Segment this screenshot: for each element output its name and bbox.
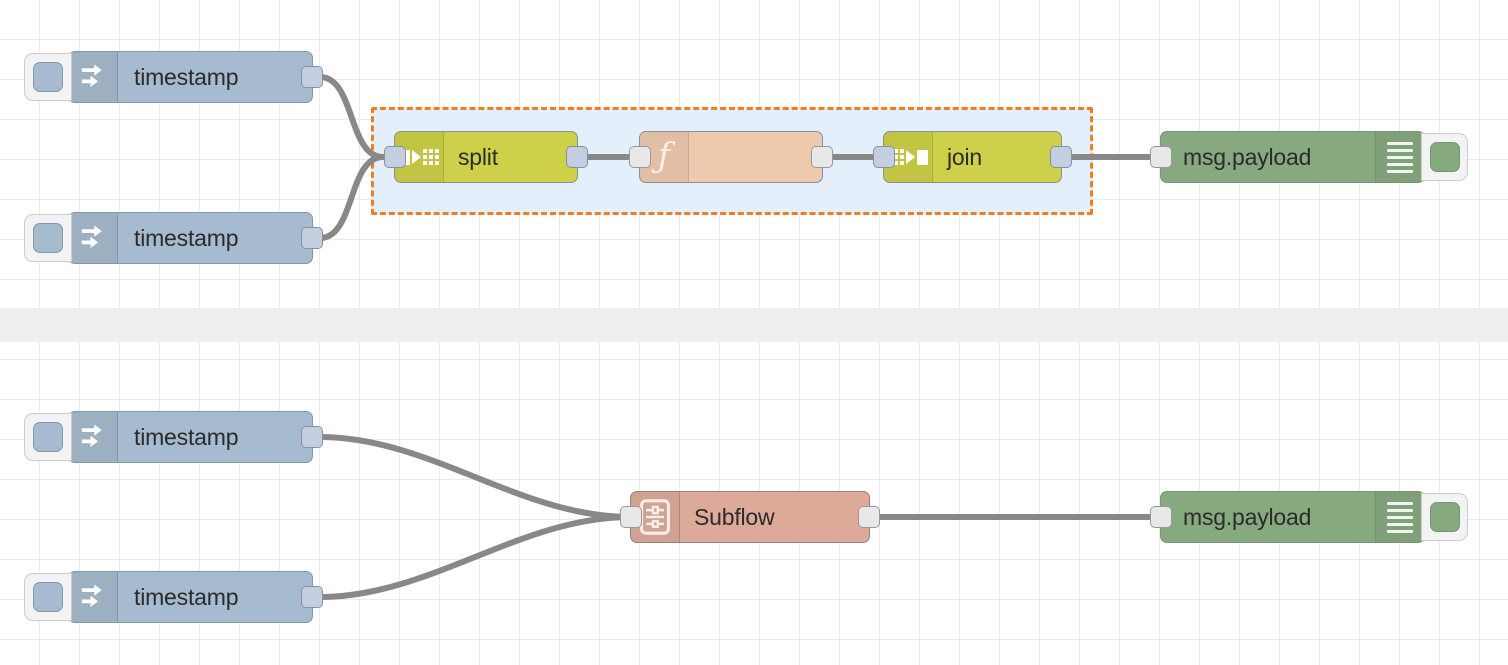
- node-debug-1[interactable]: msg.payload: [1150, 131, 1468, 183]
- node-label: timestamp: [134, 224, 239, 251]
- debug-toggle-button-inner: [1429, 142, 1460, 172]
- wire-inject3-to-subflow: [317, 434, 633, 520]
- inject-arrow-icon: [69, 412, 118, 462]
- node-label: msg.payload: [1183, 143, 1312, 170]
- input-port[interactable]: [1150, 506, 1172, 528]
- output-port[interactable]: [301, 227, 323, 249]
- inject-trigger-button[interactable]: [24, 53, 72, 101]
- node-split[interactable]: split: [384, 131, 588, 183]
- debug-lines-icon: [1375, 492, 1424, 542]
- inject-arrow-icon: [69, 572, 118, 622]
- flow-separator-band: [0, 308, 1508, 342]
- inject-trigger-button[interactable]: [24, 214, 72, 262]
- output-port[interactable]: [858, 506, 880, 528]
- node-label: timestamp: [134, 63, 239, 90]
- inject-trigger-button[interactable]: [24, 413, 72, 461]
- input-port[interactable]: [873, 146, 895, 168]
- inject-trigger-button-inner: [33, 582, 63, 612]
- node-subflow[interactable]: Subflow: [620, 491, 880, 543]
- output-port[interactable]: [1050, 146, 1072, 168]
- node-inject-timestamp-3[interactable]: timestamp: [24, 411, 323, 463]
- wire-inject4-to-subflow: [317, 514, 633, 600]
- node-label: [689, 132, 822, 182]
- debug-toggle-button-inner: [1429, 502, 1460, 532]
- input-port[interactable]: [384, 146, 406, 168]
- input-port[interactable]: [629, 146, 651, 168]
- node-label: join: [947, 143, 983, 170]
- node-label: timestamp: [134, 583, 239, 610]
- node-label: split: [458, 143, 498, 170]
- node-label: timestamp: [134, 423, 239, 450]
- output-port[interactable]: [811, 146, 833, 168]
- output-port[interactable]: [301, 586, 323, 608]
- node-label: msg.payload: [1183, 503, 1312, 530]
- output-port[interactable]: [301, 66, 323, 88]
- output-port[interactable]: [301, 426, 323, 448]
- debug-toggle-button[interactable]: [1421, 493, 1468, 541]
- node-inject-timestamp-4[interactable]: timestamp: [24, 571, 323, 623]
- input-port[interactable]: [620, 506, 642, 528]
- node-join[interactable]: join: [873, 131, 1072, 183]
- inject-trigger-button[interactable]: [24, 573, 72, 621]
- node-inject-timestamp-1[interactable]: timestamp: [24, 51, 323, 103]
- output-port[interactable]: [566, 146, 588, 168]
- node-label: Subflow: [694, 503, 775, 530]
- subflow-icon: [631, 492, 680, 542]
- debug-lines-icon: [1375, 132, 1424, 182]
- inject-arrow-icon: [69, 213, 118, 263]
- inject-trigger-button-inner: [33, 62, 63, 92]
- node-function[interactable]: ƒ: [629, 131, 833, 183]
- node-debug-2[interactable]: msg.payload: [1150, 491, 1468, 543]
- inject-trigger-button-inner: [33, 223, 63, 253]
- debug-toggle-button[interactable]: [1421, 133, 1468, 181]
- inject-arrow-icon: [69, 52, 118, 102]
- input-port[interactable]: [1150, 146, 1172, 168]
- node-inject-timestamp-2[interactable]: timestamp: [24, 212, 323, 264]
- inject-trigger-button-inner: [33, 422, 63, 452]
- function-f-icon: ƒ: [640, 132, 689, 182]
